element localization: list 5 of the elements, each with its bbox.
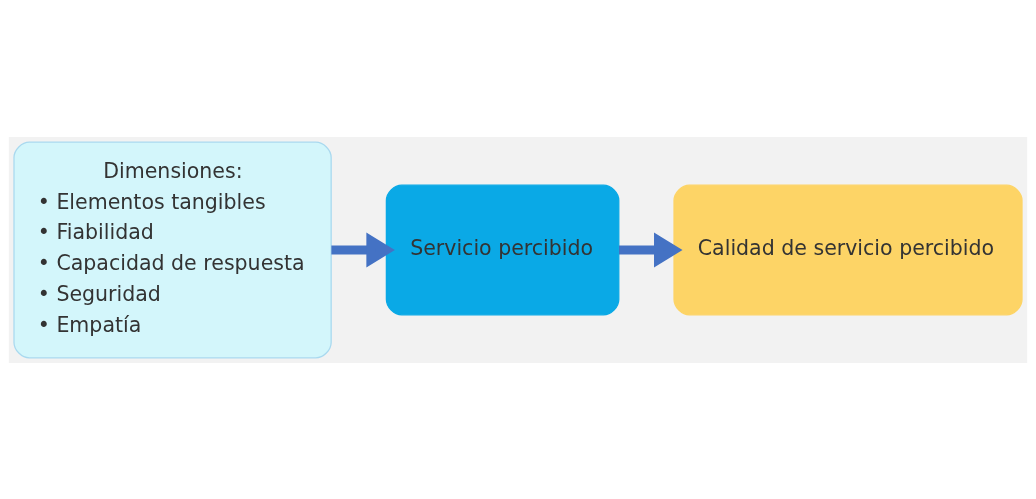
node-box: Calidad de servicio percibido xyxy=(673,184,1023,315)
arrow xyxy=(619,232,683,267)
node-box: Servicio percibido xyxy=(385,184,620,315)
arrow xyxy=(331,232,395,267)
node-box: Dimensiones: • Elementos tangibles • Fiabilidad • Capacidad de respuesta • Seguridad • Empatía xyxy=(13,141,332,358)
